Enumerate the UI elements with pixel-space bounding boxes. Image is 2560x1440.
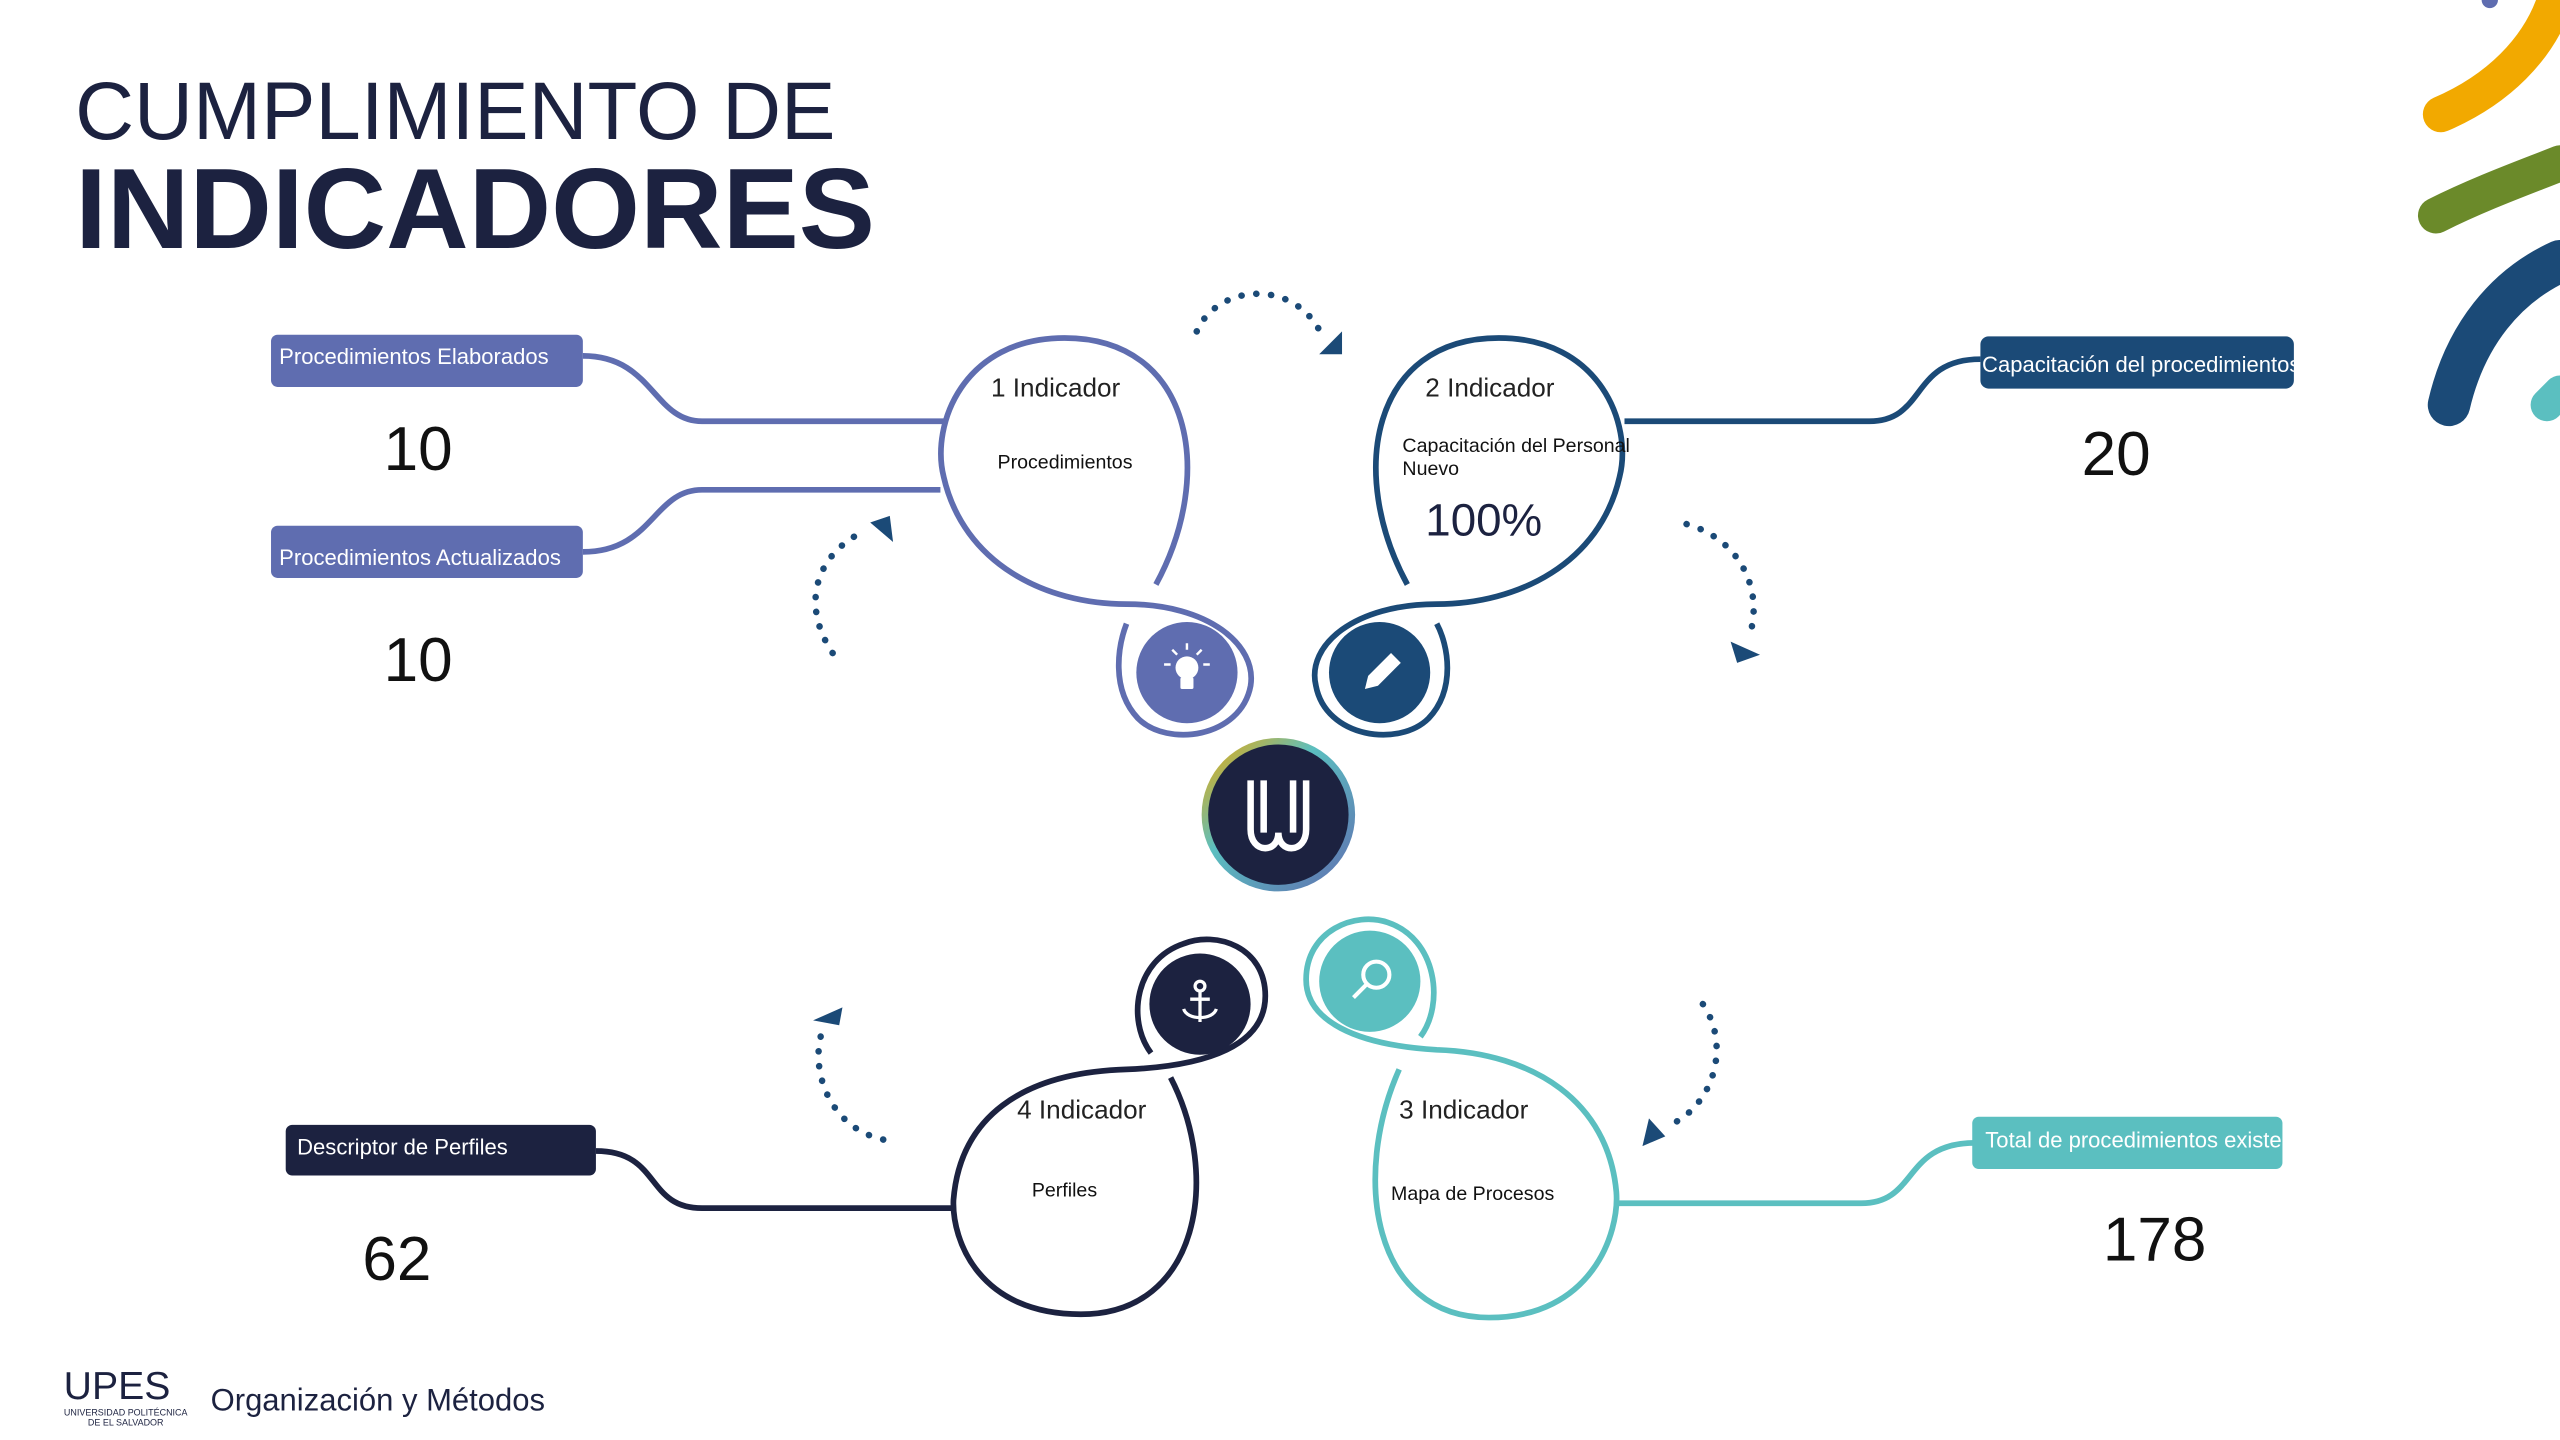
title-line1: CUMPLIMIENTO DE [75, 66, 835, 157]
footer-logo-text: UPES [64, 1365, 171, 1408]
metric-value: 20 [2082, 420, 2151, 489]
footer-logo-sub1: UNIVERSIDAD POLITÉCNICA [64, 1408, 188, 1418]
metric-label: Total de procedimientos existentes [1985, 1128, 2323, 1153]
anchor-icon [1182, 979, 1218, 1023]
metric-value: 62 [362, 1225, 431, 1294]
indicator-4-title: 4 Indicador [1017, 1094, 1146, 1124]
metric-label: Capacitación del procedimientos [1982, 352, 2300, 377]
footer: UPES UNIVERSIDAD POLITÉCNICA DE EL SALVA… [64, 1365, 545, 1427]
search-icon [1352, 959, 1392, 999]
metric-value: 10 [384, 626, 453, 695]
indicator-2-value: 100% [1425, 495, 1542, 546]
decorative-strokes [2417, 0, 2560, 427]
indicator-4: 4 Indicador Perfiles [950, 936, 1269, 1318]
indicator-1-title: 1 Indicador [991, 373, 1120, 403]
metric-label: Descriptor de Perfiles [297, 1134, 508, 1159]
metric-descriptor-perfiles: Descriptor de Perfiles 62 [285, 1124, 596, 1294]
title-line2: INDICADORES [75, 146, 875, 273]
indicator-3-icon-circle [1319, 930, 1421, 1032]
lightbulb-icon [1164, 643, 1210, 689]
indicator-3-subtitle: Mapa de Procesos [1391, 1183, 1554, 1205]
footer-logo-sub2: DE EL SALVADOR [88, 1417, 164, 1427]
footer-department: Organización y Métodos [211, 1383, 545, 1418]
indicator-2-subtitle-line1: Capacitación del Personal [1402, 435, 1629, 457]
arrowheads [813, 331, 1760, 1147]
indicator-1-subtitle: Procedimientos [998, 452, 1133, 474]
metric-capacitacion-procedimientos: Capacitación del procedimientos 20 [1980, 336, 2300, 489]
indicator-4-subtitle: Perfiles [1032, 1180, 1097, 1202]
cycle-arrows [812, 290, 1757, 1143]
metric-value: 178 [2103, 1205, 2207, 1274]
metric-total-procedimientos: Total de procedimientos existentes 178 [1972, 1116, 2323, 1274]
indicator-1: 1 Indicador Procedimientos [938, 335, 1255, 738]
indicator-2-subtitle-line2: Nuevo [1402, 458, 1459, 480]
indicator-2: 2 Indicador Capacitación del Personal Nu… [1311, 335, 1630, 738]
indicator-3-title: 3 Indicador [1399, 1094, 1528, 1124]
indicator-2-title: 2 Indicador [1425, 373, 1554, 403]
indicator-3: 3 Indicador Mapa de Procesos [1303, 916, 1620, 1321]
metric-procedimientos-actualizados: Procedimientos Actualizados 10 [271, 525, 583, 695]
metric-label: Procedimientos Actualizados [279, 545, 561, 570]
connectors [582, 353, 1981, 1212]
metric-value: 10 [384, 415, 453, 484]
center-logo [1201, 737, 1356, 892]
metric-label: Procedimientos Elaborados [279, 344, 548, 369]
pencil-icon [1364, 653, 1401, 689]
metric-procedimientos-elaborados: Procedimientos Elaborados 10 [271, 334, 583, 484]
